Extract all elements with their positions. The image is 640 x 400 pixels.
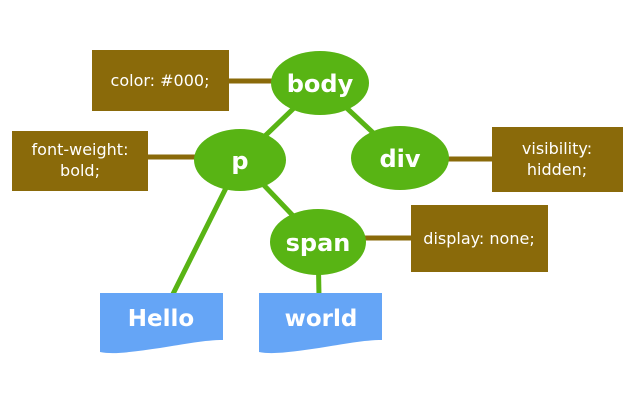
node-p-label: p <box>231 147 248 175</box>
node-span-label: span <box>286 229 351 257</box>
node-div <box>351 126 449 190</box>
rule-display-box <box>411 205 548 272</box>
rule-color-box <box>92 50 229 111</box>
text-node-hello-label: Hello <box>128 306 194 332</box>
node-p <box>194 129 286 191</box>
rule-font-weight-label-line1: font-weight: <box>32 140 129 159</box>
rule-display-label: display: none; <box>423 229 534 248</box>
text-node-world-flag <box>259 293 382 354</box>
node-body <box>271 51 369 115</box>
rule-font-weight-box <box>12 131 148 191</box>
text-node-hello-flag <box>100 293 223 354</box>
rule-visibility-box <box>492 127 623 192</box>
rule-visibility-label-line1: visibility: <box>522 139 592 158</box>
rule-font-weight-label-line2: bold; <box>60 161 100 180</box>
node-span <box>270 209 366 275</box>
node-body-label: body <box>287 70 354 98</box>
node-div-label: div <box>379 145 420 173</box>
text-node-world-label: world <box>285 306 358 332</box>
rule-color-label: color: #000; <box>111 71 210 90</box>
rule-visibility-label-line2: hidden; <box>527 160 587 179</box>
